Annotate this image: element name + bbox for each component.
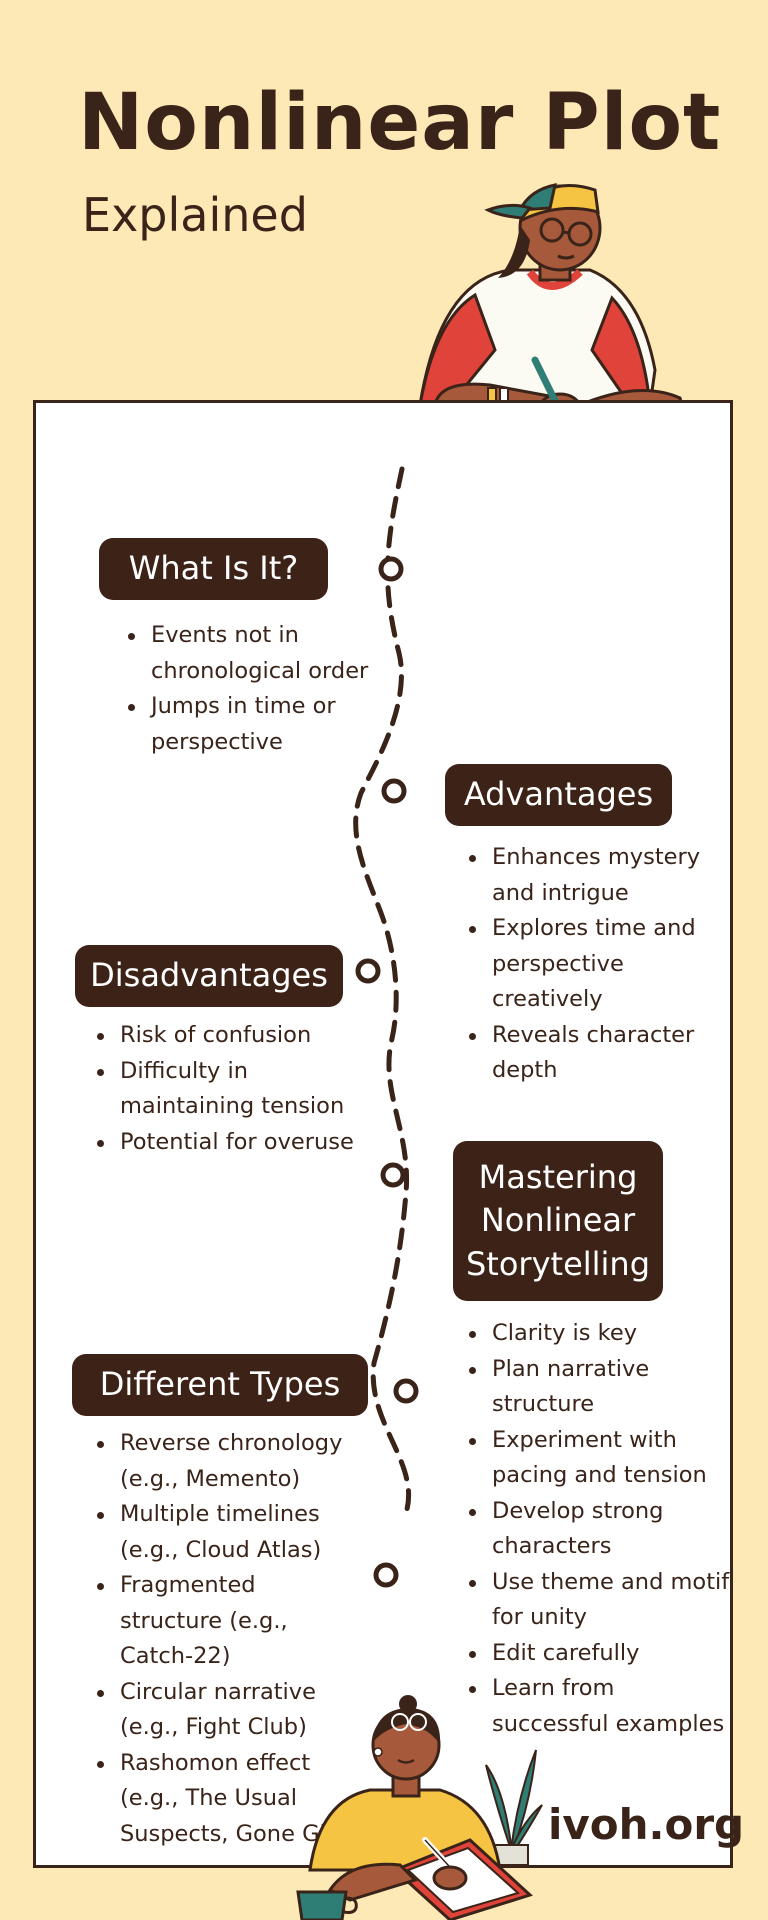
brand-name[interactable]: ivoh.org xyxy=(548,1800,745,1849)
list-item: Jumps in time or perspective xyxy=(125,689,375,760)
writer-illustration-top xyxy=(418,183,729,540)
content-panel xyxy=(33,400,733,1868)
section-list-different-types: Reverse chronology (e.g., Memento) Multi… xyxy=(94,1426,364,1852)
list-item: Circular narrative (e.g., Fight Club) xyxy=(94,1675,364,1746)
list-item: Events not in chronological order xyxy=(125,618,375,689)
page-title: Nonlinear Plot xyxy=(78,78,722,168)
page-subtitle: Explained xyxy=(82,188,308,242)
section-label-disadvantages: Disadvantages xyxy=(75,945,343,1007)
list-item: Fragmented structure (e.g., Catch-22) xyxy=(94,1568,364,1675)
list-item: Enhances mystery and intrigue xyxy=(466,840,726,911)
list-item: Difficulty in maintaining tension xyxy=(94,1054,354,1125)
list-item: Experiment with pacing and tension xyxy=(466,1423,736,1494)
list-item: Rashomon effect (e.g., The Usual Suspect… xyxy=(94,1746,364,1853)
list-item: Multiple timelines (e.g., Cloud Atlas) xyxy=(94,1497,364,1568)
section-list-advantages: Enhances mystery and intrigue Explores t… xyxy=(466,840,726,1089)
section-list-mastering: Clarity is key Plan narrative structure … xyxy=(466,1316,736,1742)
section-label-advantages: Advantages xyxy=(445,764,672,826)
list-item: Use theme and motif for unity xyxy=(466,1565,736,1636)
list-item: Risk of confusion xyxy=(94,1018,354,1054)
section-label-what-is-it: What Is It? xyxy=(99,538,328,600)
list-item: Edit carefully xyxy=(466,1636,736,1672)
timeline-path xyxy=(353,466,419,1588)
list-item: Plan narrative structure xyxy=(466,1352,736,1423)
list-item: Reveals character depth xyxy=(466,1018,726,1089)
list-item: Clarity is key xyxy=(466,1316,736,1352)
writer-illustration-bottom xyxy=(308,1695,533,1920)
list-item: Reverse chronology (e.g., Memento) xyxy=(94,1426,364,1497)
list-item: Potential for overuse xyxy=(94,1125,354,1161)
list-item: Explores time and perspective creatively xyxy=(466,911,726,1018)
section-label-mastering: Mastering Nonlinear Storytelling xyxy=(453,1141,663,1301)
coffee-cup-icon xyxy=(296,1890,358,1920)
list-item: Develop strong characters xyxy=(466,1494,736,1565)
section-label-different-types: Different Types xyxy=(72,1354,368,1416)
section-list-disadvantages: Risk of confusion Difficulty in maintain… xyxy=(94,1018,354,1160)
section-list-what-is-it: Events not in chronological order Jumps … xyxy=(125,618,375,760)
list-item: Learn from successful examples xyxy=(466,1671,736,1742)
